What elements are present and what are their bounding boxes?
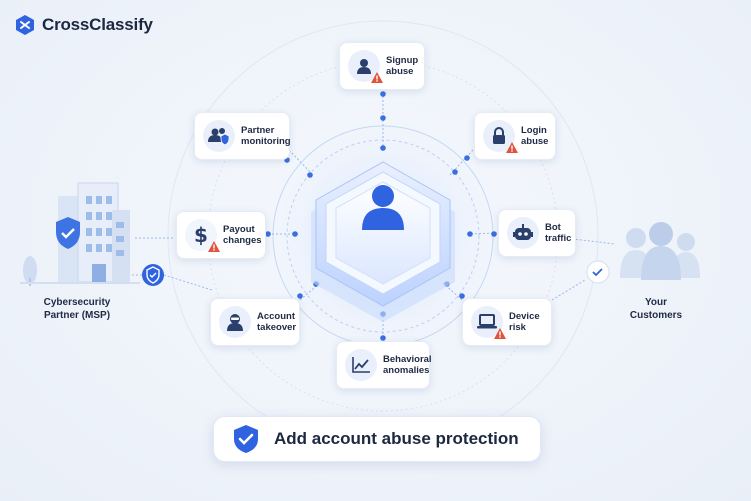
robot-icon: [507, 217, 539, 249]
lock-warning-icon: [483, 120, 518, 153]
threat-label-line2: takeover: [257, 322, 297, 333]
partner-label-line1: Cybersecurity: [43, 297, 111, 308]
cta-label: Add account abuse protection: [274, 429, 519, 448]
laptop-warning-icon: [471, 306, 506, 339]
people-group-icon: [620, 222, 700, 280]
brand-name: CrossClassify: [42, 15, 153, 34]
users-shield-icon: [203, 120, 235, 152]
building-shield-icon: [20, 182, 140, 286]
partner-shield-badge: [142, 264, 164, 286]
threat-label-line2: anomalies: [383, 365, 430, 376]
threat-label-line2: monitoring: [241, 136, 291, 147]
threat-label-line2: abuse: [386, 66, 414, 77]
hacker-icon: [219, 306, 251, 338]
connectors: [128, 92, 616, 338]
threat-label-line1: Signup: [386, 54, 419, 66]
chart-line-icon: [345, 349, 377, 381]
dollar-warning-icon: $: [185, 219, 220, 252]
partner-label: Cybersecurity Partner (MSP): [22, 296, 132, 322]
threat-label-line2: changes: [223, 235, 262, 246]
central-user-icon: [362, 185, 404, 230]
customer-check-badge: [586, 260, 610, 284]
threat-label-line1: Bot: [545, 221, 561, 233]
threat-label-line1: Device: [509, 310, 540, 322]
threat-label-line1: Partner: [241, 124, 275, 136]
central-hexagon: [311, 161, 455, 322]
shield-check-icon: [234, 425, 258, 453]
threat-label-line2: abuse: [521, 136, 549, 147]
customers-label-line2: Customers: [629, 310, 683, 321]
add-protection-button[interactable]: Add account abuse protection: [213, 416, 541, 462]
threat-label-line2: traffic: [545, 233, 572, 244]
crossclassify-logo-icon: [16, 15, 34, 35]
threat-label-line2: risk: [509, 322, 526, 333]
user-warning-icon: [348, 50, 383, 83]
threat-label-line1: Payout: [223, 223, 255, 235]
customers-label: Your Customers: [616, 296, 696, 322]
threat-label-line1: Login: [521, 124, 547, 136]
threat-label-line1: Account: [257, 310, 295, 322]
partner-label-line2: Partner (MSP): [43, 310, 111, 321]
customers-label-line1: Your: [644, 297, 668, 308]
brand-logo[interactable]: CrossClassify: [14, 14, 153, 36]
threat-label-line1: Behavioral: [383, 353, 432, 365]
